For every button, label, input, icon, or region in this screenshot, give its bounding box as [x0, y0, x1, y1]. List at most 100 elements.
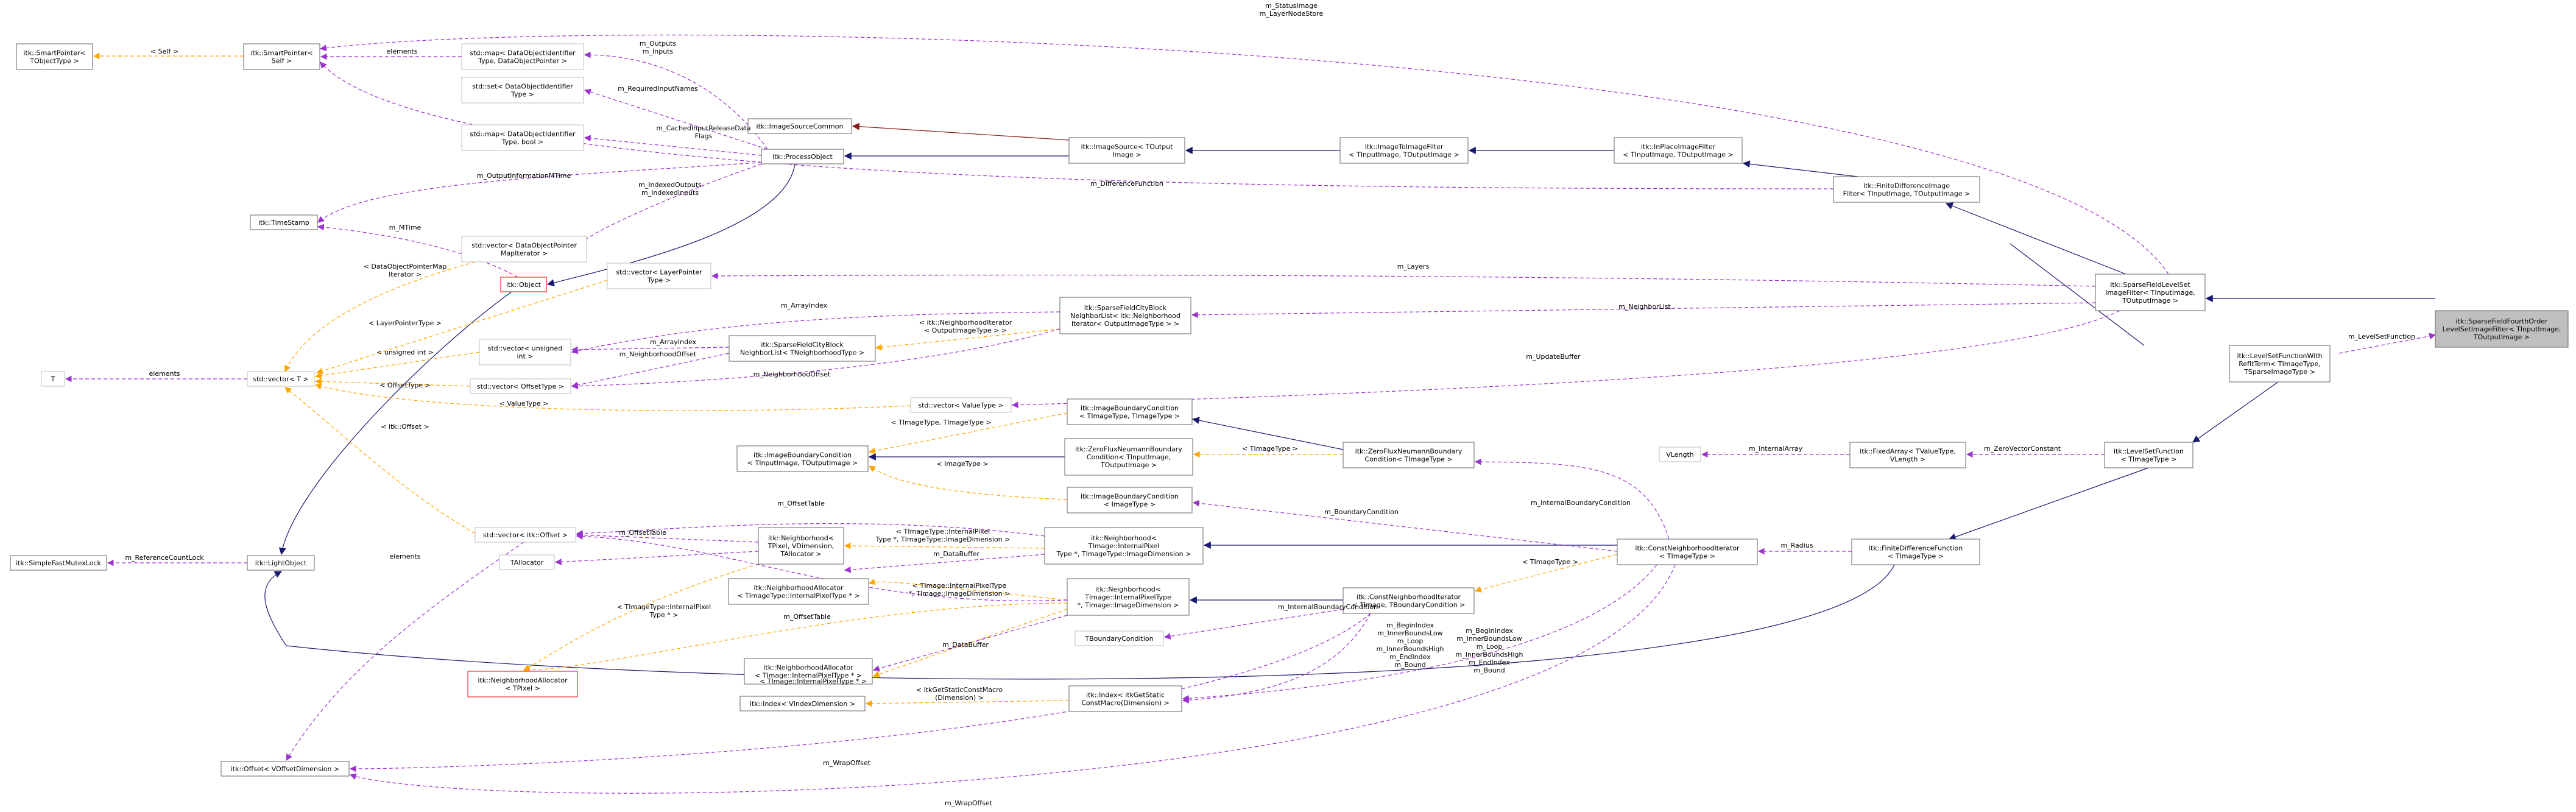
edge-label-neighborhood-offset2: m_NeighborhoodOffset [753, 370, 831, 378]
node-vec-offset[interactable]: std::vector< itk::Offset > [475, 527, 576, 543]
node-t-allocator[interactable]: TAllocator [499, 554, 555, 570]
node-fixed-array[interactable]: itk::FixedArray< TValueType,VLength > [1849, 442, 1966, 468]
usage-edge [576, 523, 1045, 537]
node-label: std::map< DataObjectIdentifier [470, 49, 576, 57]
node-in-place-image-filter[interactable]: itk::InPlaceImageFilter< TInputImage, TO… [1614, 137, 1743, 164]
node-neighborhood-allocator-ti[interactable]: itk::NeighborhoodAllocator< TImageType::… [728, 578, 869, 605]
node-label: TAllocator > [780, 550, 821, 558]
node-process-object[interactable]: itk::ProcessObject [761, 149, 844, 164]
node-label: itk::ConstNeighborhoodIterator [1357, 593, 1461, 601]
node-vec-offset-type[interactable]: std::vector< OffsetType > [470, 378, 571, 394]
template-edge [314, 351, 480, 379]
node-sparse-field-fourth-order[interactable]: itk::SparseFieldFourthOrderLevelSetImage… [2435, 310, 2569, 348]
node-image-source[interactable]: itk::ImageSource< TOutputImage > [1068, 137, 1185, 164]
edge-label-t-image-internal-pixel1: Type *, TImageType::ImageDimension > [875, 535, 1011, 543]
node-neighborhood-allocator-t-image[interactable]: itk::NeighborhoodAllocator< TImage::Inte… [744, 658, 873, 685]
node-neighborhood-t-image-internal[interactable]: itk::Neighborhood<TImage::InternalPixelT… [1067, 578, 1190, 616]
node-label: NeighborList< TNeighborhoodType > [740, 349, 864, 357]
edge-label-t-image-internal-pixel2: *, TImage::ImageDimension > [909, 590, 1011, 598]
node-label: int > [517, 353, 533, 361]
node-smart-pointer-t-obj[interactable]: itk::SmartPointer<TObjectType > [16, 43, 93, 70]
node-object[interactable]: itk::Object [500, 277, 547, 292]
usage-edge [584, 51, 768, 150]
node-boundary-condition-t[interactable]: TBoundaryCondition [1075, 630, 1164, 646]
node-label: < TImage, TBoundaryCondition > [1352, 601, 1466, 609]
node-label: Self > [272, 57, 292, 65]
node-label: < TImageType > [2121, 456, 2177, 464]
usage-edge [571, 346, 730, 353]
node-image-source-common[interactable]: itk::ImageSourceCommon [747, 118, 852, 134]
node-label: TObjectType > [29, 57, 79, 65]
usage-edge [577, 161, 768, 253]
node-vec-value-type[interactable]: std::vector< ValueType > [910, 397, 1012, 413]
node-image-boundary-condition-in-out[interactable]: itk::ImageBoundaryCondition< TInputImage… [736, 445, 869, 472]
node-label: itk::Index< VIndexDimension > [750, 700, 855, 708]
node-box [1059, 297, 1191, 334]
edge-label-begin-index2: m_BeginIndex [1386, 621, 1434, 629]
node-level-set-function[interactable]: itk::LevelSetFunction< TImageType > [2104, 442, 2193, 468]
node-label: itk::LightObject [255, 559, 307, 567]
node-std-vector-t[interactable]: std::vector< T > [247, 371, 315, 387]
node-time-stamp[interactable]: itk::TimeStamp [250, 214, 318, 230]
edge-label-indexed-outputs: m_IndexedInputs [641, 189, 699, 197]
template-edge [314, 378, 471, 387]
node-light-object[interactable]: itk::LightObject [247, 555, 315, 571]
edge-label-m_status-image: m_LayerNodeStore [1260, 10, 1324, 18]
edge-label-itk-get-static: < itkGetStaticConstMacro [916, 686, 1003, 694]
node-index-get-static[interactable]: itk::Index< itkGetStaticConstMacro(Dimen… [1068, 685, 1182, 712]
node-label: itk::Object [506, 281, 542, 289]
node-label: itk::TimeStamp [258, 219, 309, 227]
node-smart-pointer-self[interactable]: itk::SmartPointer<Self > [243, 43, 320, 70]
node-box [1617, 538, 1758, 565]
edge-label-layers: m_Layers [1397, 263, 1430, 270]
node-label: itk::ImageSource< TOutput [1081, 143, 1173, 151]
node-label: TOutputImage > [2122, 297, 2178, 305]
node-box [1339, 137, 1469, 164]
node-box [247, 371, 315, 387]
node-box [1068, 685, 1182, 712]
edge-label-elements1: elements [386, 48, 417, 55]
node-image-boundary-condition-tt[interactable]: itk::ImageBoundaryCondition< TImageType,… [1067, 398, 1193, 425]
node-neighborhood-internal[interactable]: itk::Neighborhood<TImage::InternalPixelT… [1044, 527, 1204, 565]
node-neighborhood-t-pixel[interactable]: itk::Neighborhood<TPixel, VDimension,TAl… [758, 527, 844, 565]
node-vec-layer-pointer[interactable]: std::vector< LayerPointerType > [607, 263, 711, 289]
node-neighborhood-allocator-t-pixel[interactable]: itk::NeighborhoodAllocator< TPixel > [467, 671, 578, 697]
node-simple-fast-mutex-lock[interactable]: itk::SimpleFastMutexLock [10, 555, 107, 571]
node-label: TBoundaryCondition [1084, 635, 1153, 643]
node-label: MapIterator > [501, 250, 548, 258]
node-const-neighborhood-iterator-t[interactable]: itk::ConstNeighborhoodIterator< TImageTy… [1617, 538, 1758, 565]
edge-label-itk-get-static: (Dimension) > [935, 694, 984, 702]
node-label: Condition< TInputImage, [1087, 453, 1171, 461]
node-label: itk::ImageBoundaryCondition [753, 451, 852, 459]
node-image-boundary-condition-t[interactable]: itk::ImageBoundaryCondition< ImageType > [1067, 487, 1193, 514]
node-vec-data-obj-ptr-map-iter[interactable]: std::vector< DataObjectPointerMapIterato… [461, 236, 587, 263]
edge-label-cached-input: Flags [695, 132, 713, 140]
edge-label-level-set-function: m_LevelSetFunction [2348, 333, 2415, 341]
edge-label-reference-count: m_ReferenceCountLock [125, 554, 204, 562]
node-t[interactable]: T [41, 371, 65, 387]
node-offset-v-dim[interactable]: itk::Offset< VOffsetDimension > [221, 761, 350, 777]
node-label: TImage::InternalPixelType [1084, 593, 1171, 601]
edge-label-begin-index2: m_Loop [1397, 637, 1424, 645]
edge-label-t-image-internal-pixel2: < TImage::InternalPixelType [912, 582, 1007, 590]
node-label: < TImageType > [1659, 553, 1715, 560]
node-image-to-image-filter[interactable]: itk::ImageToImageFilter< TInputImage, TO… [1339, 137, 1469, 164]
node-label: TOutputImage > [2473, 333, 2530, 341]
node-const-neighborhood-iterator-tb[interactable]: itk::ConstNeighborhoodIterator< TImage, … [1343, 587, 1475, 614]
node-index-v-dim[interactable]: itk::Index< VIndexDimension > [739, 696, 866, 711]
node-label: Filter< TInputImage, TOutputImage > [1843, 190, 1971, 198]
node-finite-difference-function[interactable]: itk::FiniteDifferenceFunction< TImageTyp… [1851, 538, 1980, 565]
node-label: std::vector< T > [253, 375, 308, 383]
node-v-length[interactable]: VLength [1659, 447, 1701, 462]
